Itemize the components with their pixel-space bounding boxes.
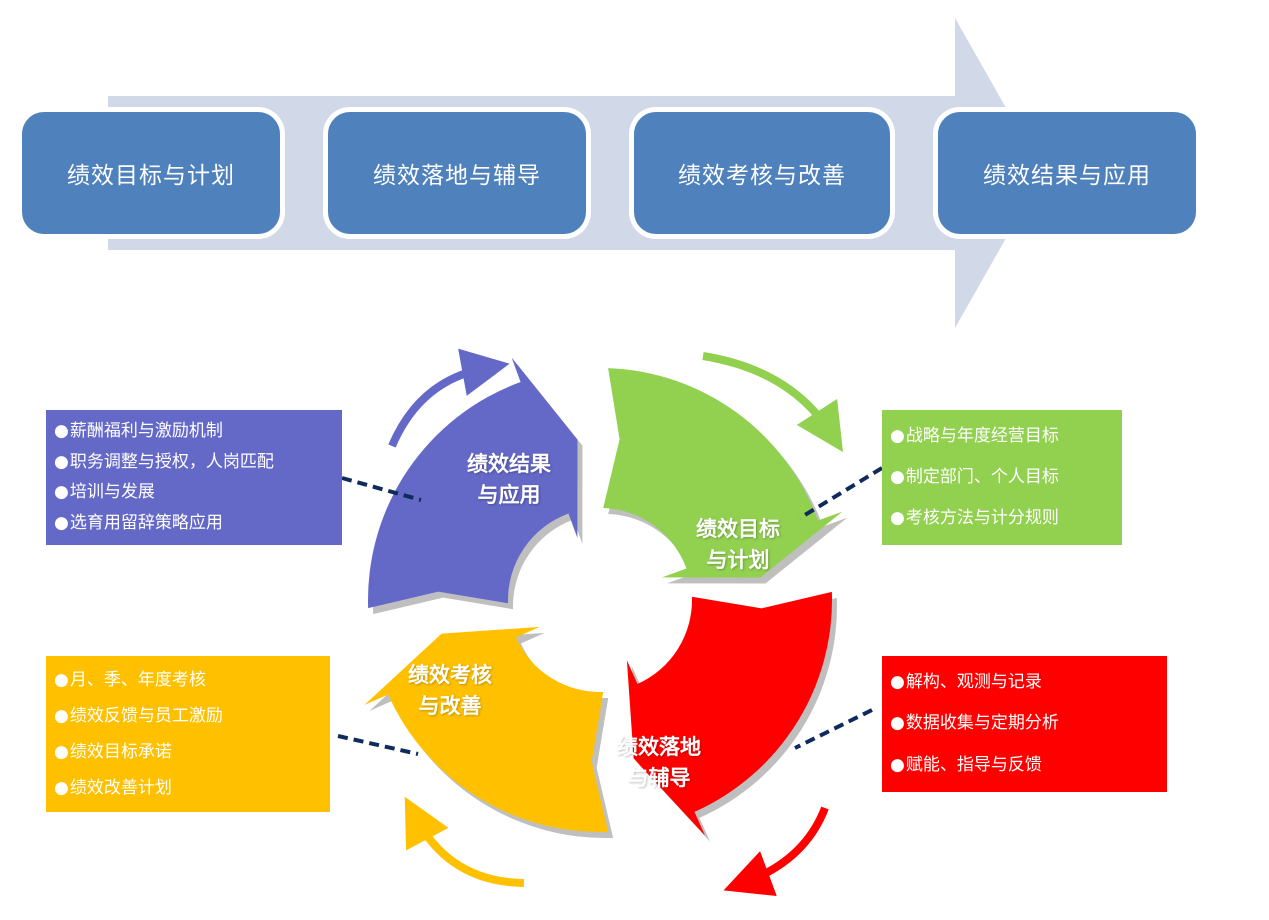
info-item: 赋能、指导与反馈 [890,756,1159,774]
info-item: 数据收集与定期分析 [890,715,1159,732]
cycle-segment-review [364,626,609,832]
flow-step-results: 绩效结果与应用 [938,112,1196,234]
cycle-arrow-green-icon [702,352,844,453]
segment-label-execution: 绩效落地 与辅导 [599,732,719,794]
segment-label-line: 与辅导 [627,766,691,790]
connector-results [341,476,422,502]
flow-step-review: 绩效考核与改善 [634,112,890,234]
flow-step-execution: 绩效落地与辅导 [328,112,586,234]
segment-label-line: 与改善 [418,694,482,718]
info-item: 薪酬福利与激励机制 [54,422,334,440]
info-item: 绩效目标承诺 [54,743,322,761]
info-item: 培训与发展 [54,484,334,501]
performance-cycle-diagram: 绩效结果 与应用 绩效目标 与计划 绩效落地 与辅导 绩效考核 与改善 薪酬福利… [0,330,1269,920]
segment-label-line: 绩效考核 [408,663,492,687]
segment-label-line: 与应用 [477,483,541,507]
info-item: 绩效改善计划 [54,779,322,797]
top-process-flow: 绩效目标与计划 绩效落地与辅导 绩效考核与改善 绩效结果与应用 [0,0,1269,340]
info-item: 制定部门、个人目标 [890,469,1114,486]
connector-goals [798,466,884,520]
flow-step-label: 绩效考核与改善 [678,163,846,189]
connector-review [337,734,419,756]
segment-label-line: 绩效目标 [696,517,780,541]
info-item: 战略与年度经营目标 [890,428,1114,445]
connector-execution [794,708,873,750]
cycle-segment-goals [603,368,843,578]
info-box-review: 月、季、年度考核 绩效反馈与员工激励 绩效目标承诺 绩效改善计划 [46,656,330,812]
cycle-arrow-purple-icon [388,348,510,448]
cycle-segment-results [368,357,578,609]
info-box-execution: 解构、观测与记录 数据收集与定期分析 赋能、指导与反馈 [882,656,1167,792]
segment-label-line: 与计划 [706,548,770,572]
flow-step-label: 绩效目标与计划 [67,163,235,189]
segment-label-goals: 绩效目标 与计划 [678,514,798,576]
cycle-graphic [337,348,884,897]
segment-label-line: 绩效结果 [467,452,551,476]
info-item: 解构、观测与记录 [890,674,1159,691]
info-item: 职务调整与授权，人岗匹配 [54,453,334,471]
segment-label-results: 绩效结果 与应用 [449,449,569,511]
cycle-arrow-yellow-icon [404,796,525,887]
flow-step-label: 绩效结果与应用 [983,163,1151,189]
info-item: 绩效反馈与员工激励 [54,707,322,725]
info-item: 考核方法与计分规则 [890,510,1114,527]
flow-step-goals: 绩效目标与计划 [22,112,280,234]
flow-step-label: 绩效落地与辅导 [373,163,541,189]
segment-label-review: 绩效考核 与改善 [390,660,510,722]
info-item: 月、季、年度考核 [54,671,322,689]
segment-label-line: 绩效落地 [617,735,701,759]
info-item: 选育用留辞策略应用 [54,515,334,532]
cycle-segment-execution [626,591,832,836]
info-box-goals: 战略与年度经营目标 制定部门、个人目标 考核方法与计分规则 [882,410,1122,545]
cycle-arrow-red-icon [723,806,829,897]
info-box-results: 薪酬福利与激励机制 职务调整与授权，人岗匹配 培训与发展 选育用留辞策略应用 [46,410,342,545]
